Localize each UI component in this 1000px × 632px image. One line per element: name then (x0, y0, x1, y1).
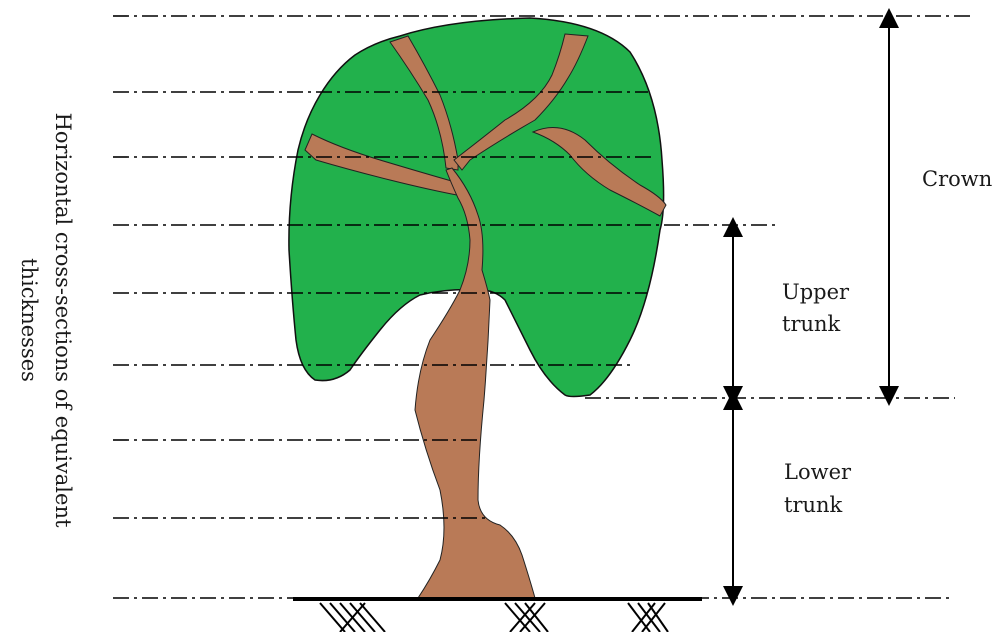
lower-trunk-label-line2: trunk (784, 493, 843, 517)
upper-trunk-label-line1: Upper (782, 280, 850, 304)
roots-left (320, 603, 385, 632)
lower-trunk-label-line1: Lower (784, 460, 852, 484)
side-label: Horizontal cross-sections of equivalent … (17, 113, 75, 528)
roots-center (505, 603, 548, 632)
side-label-line2: thicknesses (17, 258, 41, 382)
crown-label: Crown (922, 167, 992, 191)
roots-right (628, 603, 668, 632)
side-label-line1: Horizontal cross-sections of equivalent (51, 113, 75, 528)
upper-trunk-label-line2: trunk (782, 312, 841, 336)
